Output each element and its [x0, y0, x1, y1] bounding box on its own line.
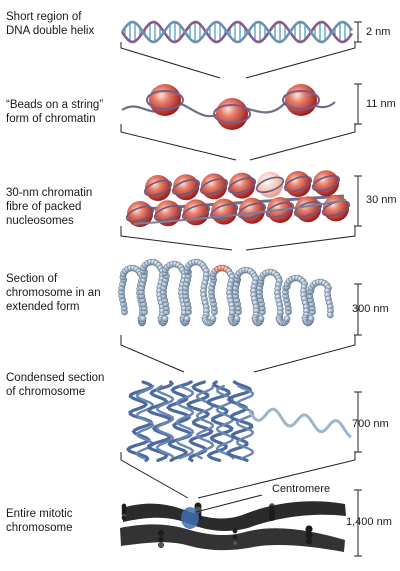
chromatin-fibre [125, 170, 351, 227]
chromatin-texture-dot [121, 503, 127, 509]
chromatid-lower [120, 524, 345, 552]
condensed-loop [155, 384, 175, 460]
condensed-loop [235, 384, 255, 460]
chromatin-bead [307, 315, 315, 323]
nucleosome [213, 98, 251, 130]
centromere [181, 507, 199, 529]
chromatin-texture-dot [232, 528, 238, 534]
size-mitotic: 1,400 nm [346, 516, 392, 528]
chromatin-texture-dot [121, 515, 127, 521]
chromatin-texture-dot [305, 531, 313, 539]
chromatin-texture-dot [305, 525, 313, 533]
nucleosome [321, 195, 351, 222]
chromatin-bead [257, 315, 265, 323]
size-extended: 300 nm [352, 303, 389, 315]
chromatin-bead [139, 315, 147, 323]
condensed-loop [186, 380, 214, 462]
chromatin-texture-dot [158, 542, 164, 548]
dna-double-helix [120, 20, 354, 44]
nucleosome [143, 175, 173, 201]
chromatin-bead [233, 315, 241, 323]
mitotic-chromosome [120, 501, 346, 552]
chromatid-upper [122, 501, 346, 531]
nucleosome [181, 199, 211, 226]
condensed-chromosome-section [126, 380, 352, 462]
chromatin-texture-dot [158, 536, 164, 542]
nucleosome [199, 173, 229, 200]
size-dna: 2 nm [366, 26, 391, 38]
nucleosome [255, 171, 285, 198]
condensed-loop [166, 380, 193, 462]
condensed-loop [175, 384, 195, 460]
extended-chromosome-section [118, 258, 334, 327]
nucleosome [227, 172, 257, 199]
dna-strand [120, 20, 354, 44]
chromatin-bead [161, 315, 169, 323]
chromatin-bead [283, 315, 291, 323]
chromatin-texture-dot [158, 530, 164, 536]
dna-strand [120, 20, 354, 44]
nucleosome [125, 201, 155, 227]
size-beads: 11 nm [366, 98, 396, 110]
chromatin-texture-dot [305, 537, 313, 545]
chromatin-texture-dot [269, 513, 275, 519]
chromatin-texture-dot [232, 540, 238, 546]
dimension-bars [354, 21, 362, 557]
chromatin-bead [326, 311, 334, 319]
nucleosome [153, 200, 183, 227]
chromatin-bead [183, 315, 191, 323]
extended-tail [248, 407, 352, 438]
chromatin-texture-dot [232, 534, 238, 540]
chromatin-texture-dot [269, 505, 275, 511]
nucleosome [283, 171, 313, 197]
nucleosome [209, 198, 239, 225]
chromatin-bead [209, 315, 217, 323]
fibre-strand [133, 199, 347, 225]
condensed-loop [195, 384, 215, 460]
beads-on-string [121, 84, 336, 130]
size-fibre: 30 nm [366, 194, 397, 206]
nucleosome [171, 174, 201, 201]
size-condensed: 700 nm [352, 418, 389, 430]
nucleosome [311, 170, 341, 197]
chromatin-texture-dot [121, 509, 127, 515]
centromere-label: Centromere [272, 483, 331, 495]
nucleosome [146, 84, 184, 116]
connector-lines [120, 42, 356, 513]
label-beads: “Beads on a string”form of chromatin [6, 99, 104, 125]
nucleosome [282, 84, 320, 116]
